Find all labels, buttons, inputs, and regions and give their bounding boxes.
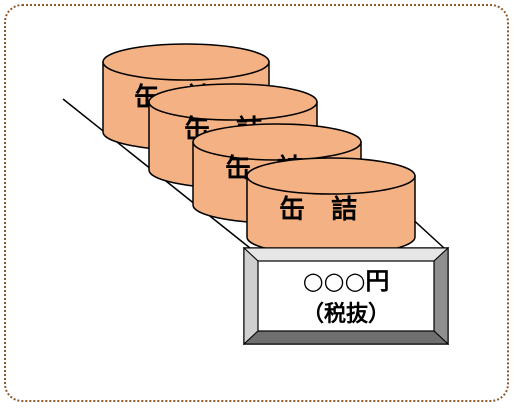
dotted-frame bbox=[4, 4, 509, 402]
tax-excluded-text: （税抜） bbox=[302, 301, 390, 327]
can-4: 缶 詰 bbox=[246, 157, 416, 256]
price-tag-face bbox=[257, 260, 435, 332]
can-4-label: 缶 詰 bbox=[279, 194, 357, 225]
price-tag: ○○○円 （税抜） bbox=[242, 246, 450, 346]
price-text: ○○○円 bbox=[303, 267, 390, 295]
